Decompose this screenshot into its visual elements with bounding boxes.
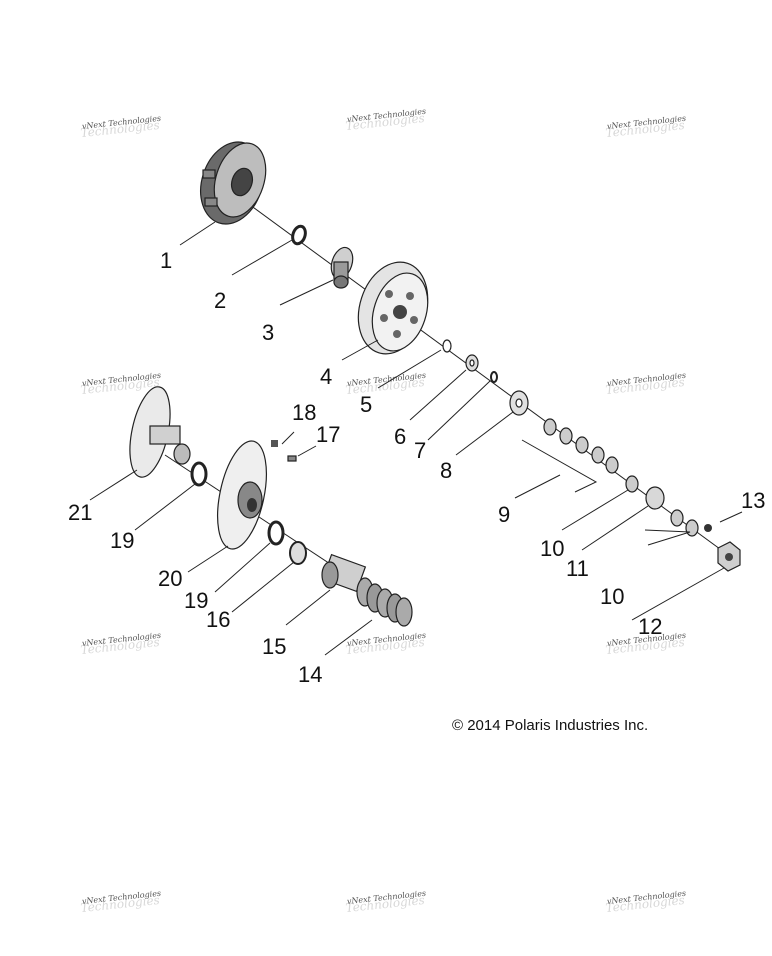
part-5-ring bbox=[442, 339, 452, 353]
part-o-ring bbox=[291, 224, 307, 246]
callout-9: 9 bbox=[498, 502, 510, 527]
callout-18: 18 bbox=[292, 400, 316, 425]
callout-12: 12 bbox=[638, 614, 662, 639]
part-9-washer-stack bbox=[543, 418, 619, 474]
part-7-clip bbox=[490, 371, 498, 383]
callout-19-upper: 19 bbox=[110, 528, 134, 553]
callout-21: 21 bbox=[68, 500, 92, 525]
part-6-washer bbox=[465, 354, 479, 372]
callout-numbers: 1 2 3 4 5 6 7 8 9 10 11 10 12 13 14 15 1… bbox=[68, 248, 765, 687]
watermark-2-2: Technologies vNext Technologies bbox=[345, 371, 427, 397]
callout-2: 2 bbox=[214, 288, 226, 313]
watermark-1-2: Technologies vNext Technologies bbox=[345, 107, 427, 133]
callout-6: 6 bbox=[394, 424, 406, 449]
part-hub bbox=[330, 246, 354, 289]
callout-11: 11 bbox=[566, 556, 589, 581]
callout-17: 17 bbox=[316, 422, 340, 447]
callout-14: 14 bbox=[298, 662, 322, 687]
part-16-ring bbox=[289, 541, 307, 565]
callout-8: 8 bbox=[440, 458, 452, 483]
callout-4: 4 bbox=[320, 364, 332, 389]
part-8-washer bbox=[509, 390, 529, 416]
part-10-washer-upper bbox=[625, 475, 639, 493]
callout-5: 5 bbox=[360, 392, 372, 417]
callout-13: 13 bbox=[741, 488, 765, 513]
callout-20: 20 bbox=[158, 566, 182, 591]
watermark-4-1: Technologies vNext Technologies bbox=[80, 889, 162, 915]
part-13-pin bbox=[704, 524, 712, 532]
copyright-text: © 2014 Polaris Industries Inc. bbox=[452, 717, 648, 734]
watermark-4-3: Technologies vNext Technologies bbox=[605, 889, 687, 915]
part-clutch-drum bbox=[357, 261, 429, 355]
callout-10-lower: 10 bbox=[600, 584, 624, 609]
callout-10-upper: 10 bbox=[540, 536, 564, 561]
callout-7: 7 bbox=[414, 438, 426, 463]
watermark-1-1: Technologies vNext Technologies bbox=[80, 114, 162, 140]
leader-lines bbox=[89, 221, 743, 656]
part-clutch-shoe-assembly bbox=[200, 141, 267, 225]
watermark-2-3: Technologies vNext Technologies bbox=[605, 371, 687, 397]
watermark-4-2: Technologies vNext Technologies bbox=[345, 889, 427, 915]
part-20-sheave bbox=[217, 440, 267, 550]
part-17-screw bbox=[287, 455, 297, 462]
part-18-plug bbox=[271, 440, 278, 447]
part-14-spring bbox=[356, 577, 413, 627]
callout-15: 15 bbox=[262, 634, 286, 659]
callout-3: 3 bbox=[262, 320, 274, 345]
watermark-3-1: Technologies vNext Technologies bbox=[80, 631, 162, 657]
callout-16: 16 bbox=[206, 607, 230, 632]
callout-19-lower: 19 bbox=[184, 588, 208, 613]
watermark-1-3: Technologies vNext Technologies bbox=[605, 114, 687, 140]
part-19-ring-upper bbox=[190, 461, 208, 487]
part-11-spacer bbox=[645, 486, 665, 510]
watermark-3-2: Technologies vNext Technologies bbox=[345, 631, 427, 657]
part-12-nut bbox=[717, 541, 741, 572]
part-19-ring-lower bbox=[267, 520, 285, 546]
callout-1: 1 bbox=[160, 248, 172, 273]
part-21-sheave bbox=[129, 386, 191, 478]
